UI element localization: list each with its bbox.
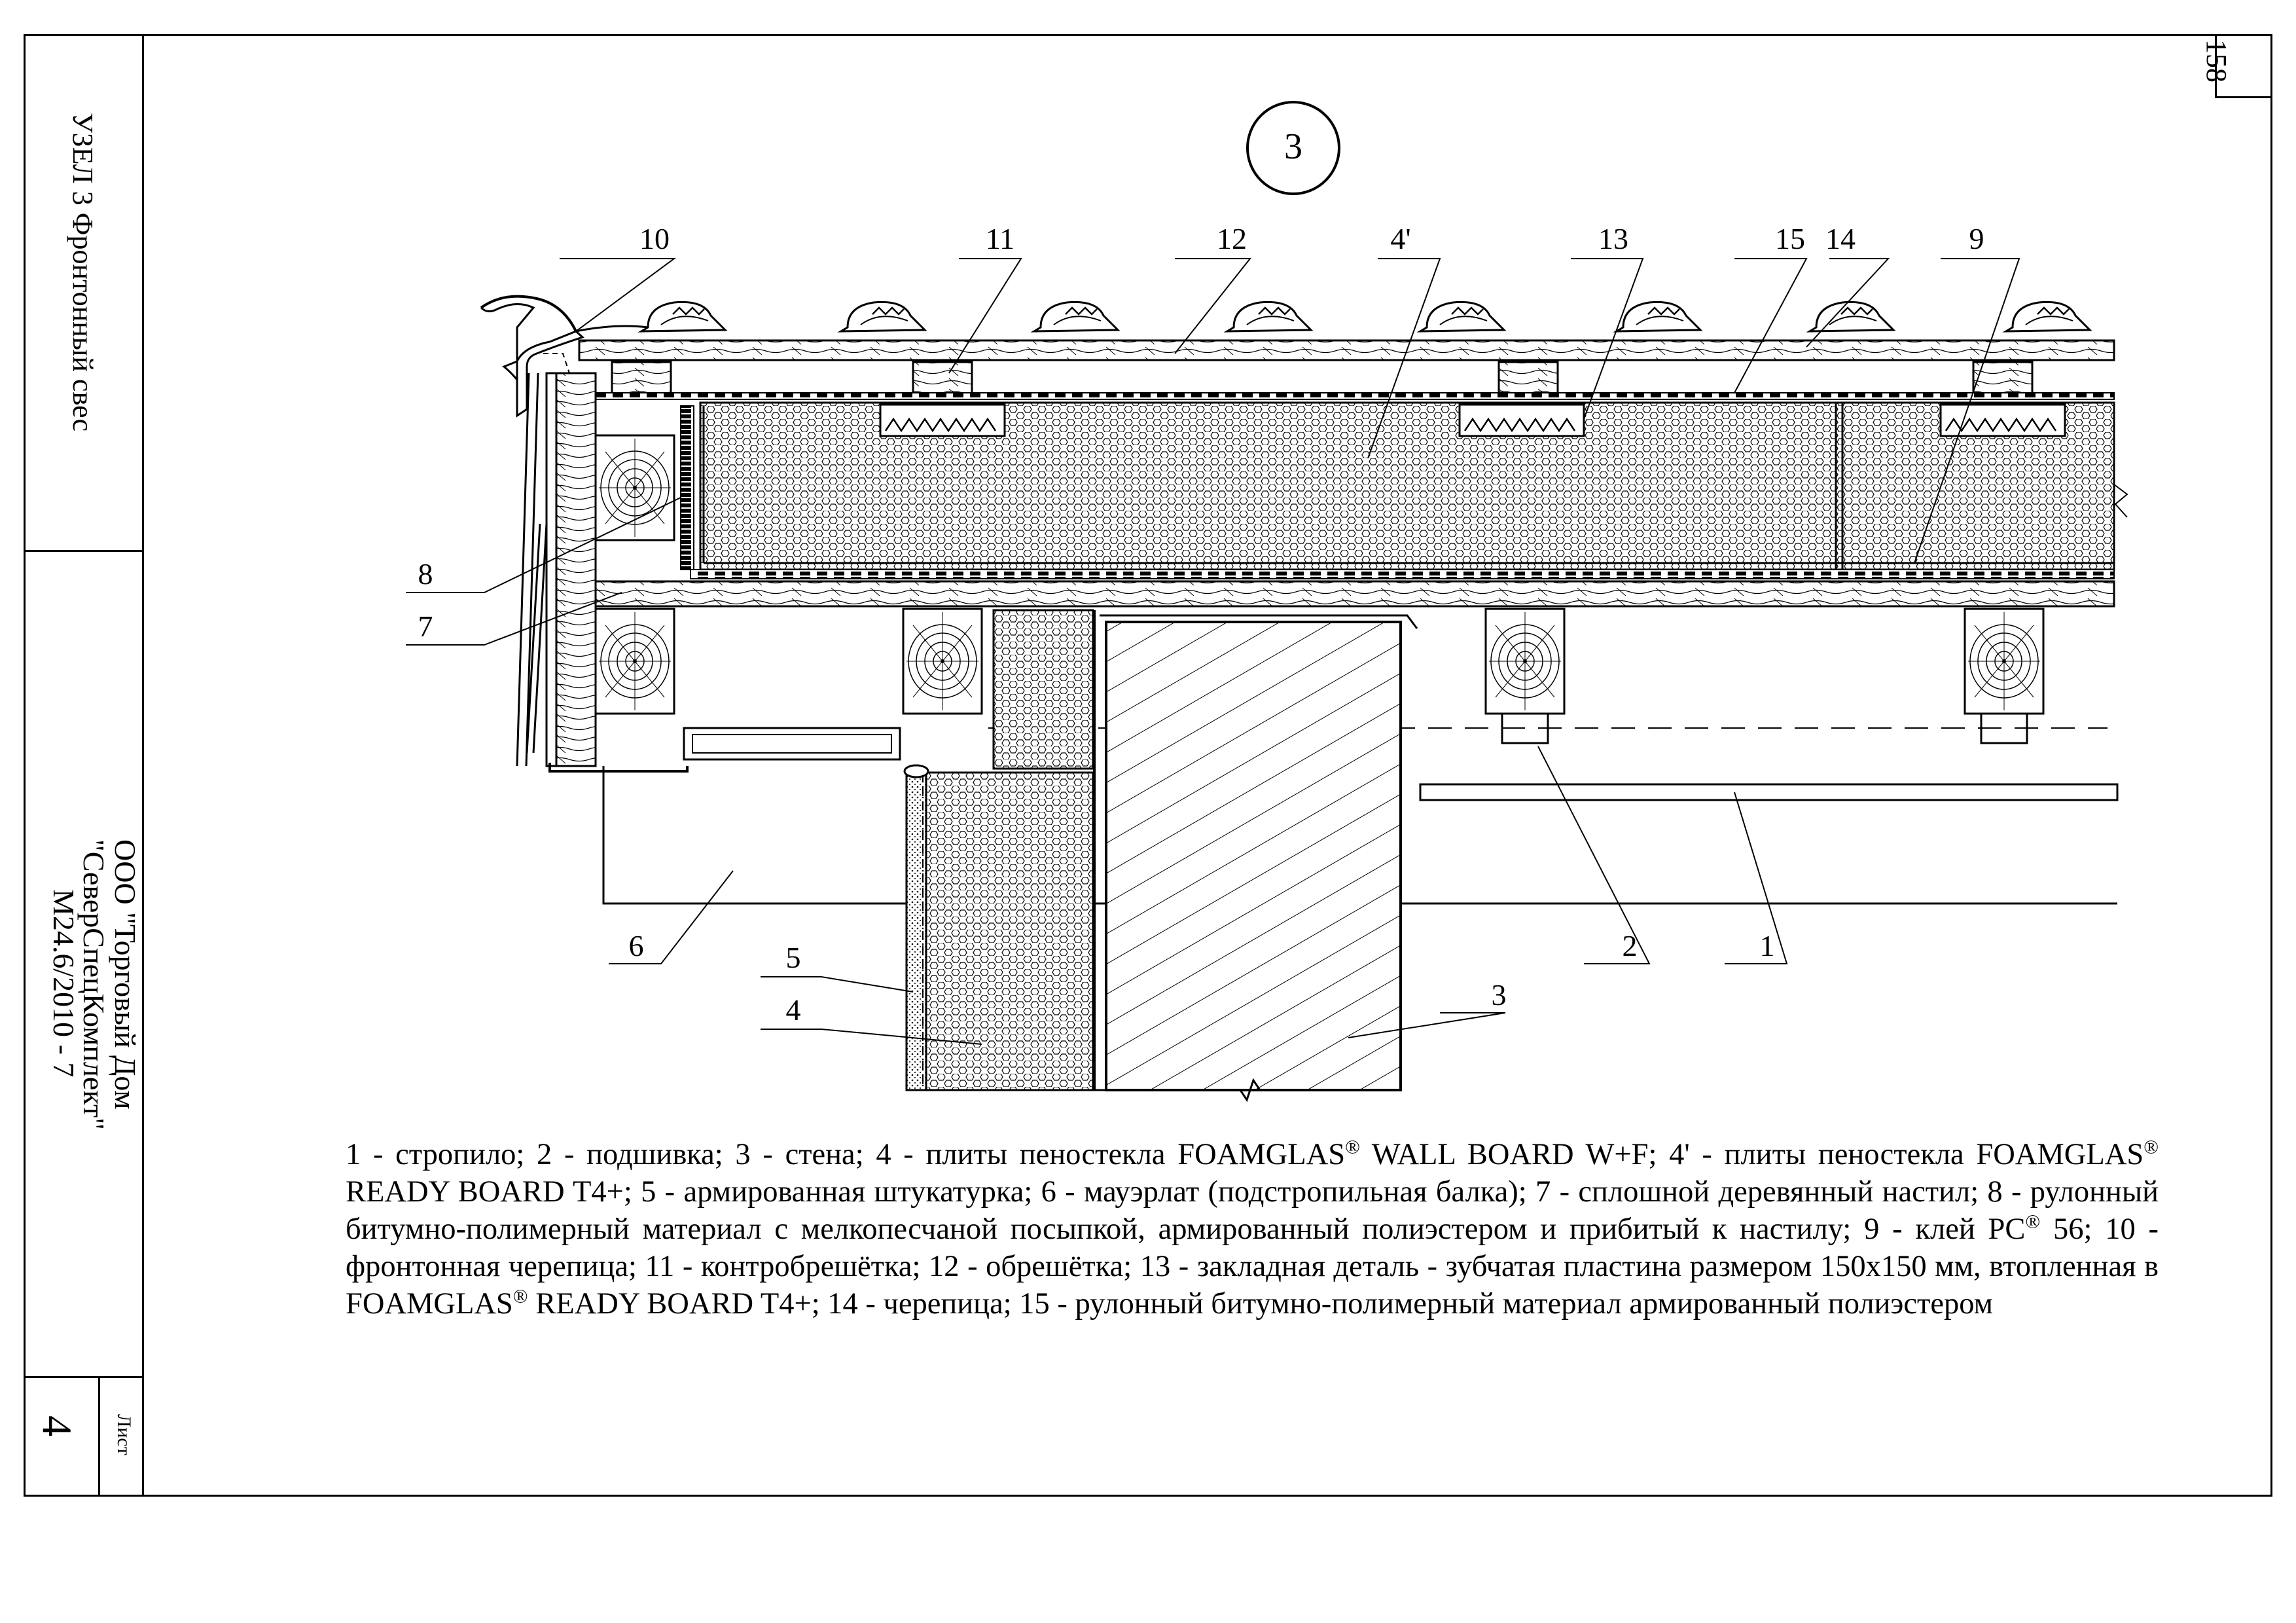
wall (1105, 621, 1402, 1091)
callout-14: 14 (1825, 222, 1856, 255)
callout-5: 5 (786, 941, 801, 974)
callout-11: 11 (986, 222, 1014, 255)
registered-mark-4: ® (512, 1285, 528, 1307)
gable-membrane (680, 405, 694, 570)
counter-battens (611, 361, 2034, 396)
title-strip-divider-2 (24, 1376, 144, 1378)
legend-part-5: READY BOARD T4+; 14 - черепица; 15 - рул… (528, 1287, 1994, 1321)
callout-7: 7 (418, 610, 433, 643)
callout-6: 6 (629, 929, 644, 962)
registered-mark-2: ® (2144, 1136, 2159, 1158)
foamglas-wall-board (925, 771, 1094, 1091)
callout-12: 12 (1217, 222, 1247, 255)
membrane-top (579, 392, 2115, 400)
wall-insulation-top (992, 609, 1094, 770)
legend-part-4: 56; 10 - фронтонная черепица; 11 - контр… (346, 1213, 2159, 1321)
roof-tiles (575, 301, 2091, 333)
drawing-frame (24, 34, 2272, 1497)
legend-text: 1 - стропило; 2 - подшивка; 3 - стена; 4… (346, 1136, 2159, 1322)
title-strip-divider-1 (24, 550, 144, 552)
callout-1: 1 (1760, 929, 1775, 962)
title-strip (24, 34, 144, 1497)
registered-mark-1: ® (1345, 1136, 1360, 1158)
page-number-box (2215, 34, 2272, 98)
sheet-cell-divider (98, 1376, 100, 1497)
node-marker-circle (1246, 101, 1340, 195)
leader-lines (406, 258, 2020, 1045)
gable-boards (516, 372, 689, 773)
batten-layer (578, 339, 2115, 361)
callout-2: 2 (1623, 929, 1638, 962)
solid-deck (591, 580, 2115, 608)
callout-15: 15 (1775, 222, 1805, 255)
node-marker-label: 3 (1284, 126, 1302, 167)
legend-part-3: READY BOARD T4+; 5 - армированная штукат… (346, 1175, 2159, 1246)
callout-13: 13 (1598, 222, 1628, 255)
registered-mark-3: ® (2025, 1211, 2041, 1233)
callout-4prime: 4' (1390, 222, 1410, 255)
mauerlat-box (683, 727, 901, 761)
callout-4: 4 (786, 993, 801, 1027)
callout-9: 9 (1969, 222, 1984, 255)
legend-part-2: WALL BOARD W+F; 4' - плиты пеностекла FO… (1359, 1138, 2144, 1171)
callout-3: 3 (1492, 978, 1507, 1012)
glue-layer (690, 569, 2115, 579)
callout-10: 10 (639, 222, 670, 255)
soffit-board (1419, 783, 2119, 801)
callout-8: 8 (418, 557, 433, 591)
legend-part-1: 1 - стропило; 2 - подшивка; 3 - стена; 4… (346, 1138, 1346, 1171)
